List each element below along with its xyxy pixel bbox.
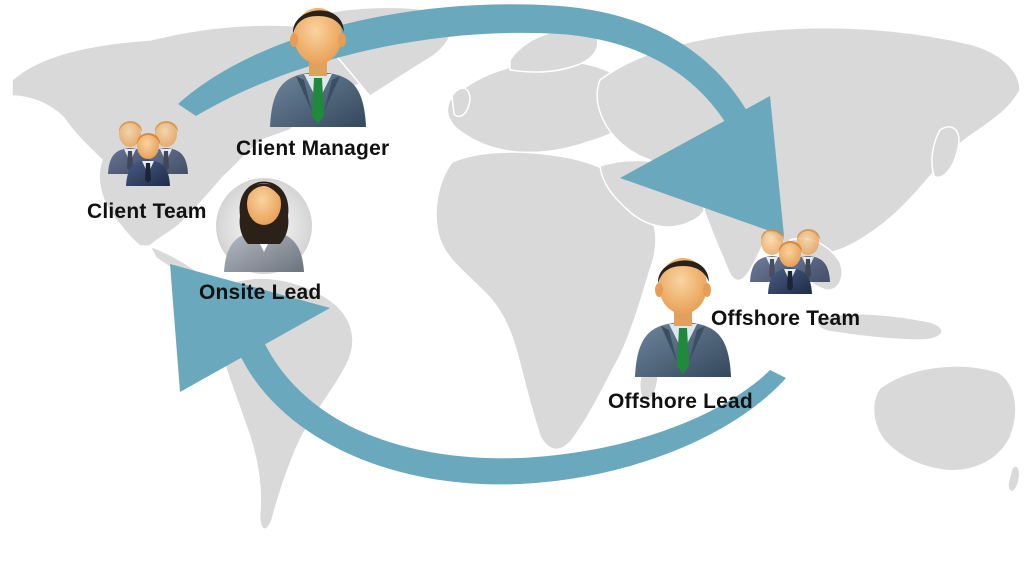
onsite-lead-label: Onsite Lead [199, 281, 322, 304]
north-america [11, 24, 375, 247]
arrow-offshore-to-onsite [170, 264, 786, 485]
british-isles [451, 87, 471, 118]
client-manager-label: Client Manager [236, 137, 390, 160]
indonesia [816, 312, 943, 341]
offshore-team-label: Offshore Team [711, 307, 861, 330]
world-map [11, 6, 1021, 530]
new-zealand [1007, 465, 1021, 493]
australia [872, 365, 1017, 472]
client-team-label: Client Team [87, 200, 207, 223]
japan [931, 126, 960, 179]
businesswoman-icon [216, 178, 312, 274]
scandinavia [509, 28, 599, 73]
offshore-lead-label: Offshore Lead [608, 390, 753, 413]
